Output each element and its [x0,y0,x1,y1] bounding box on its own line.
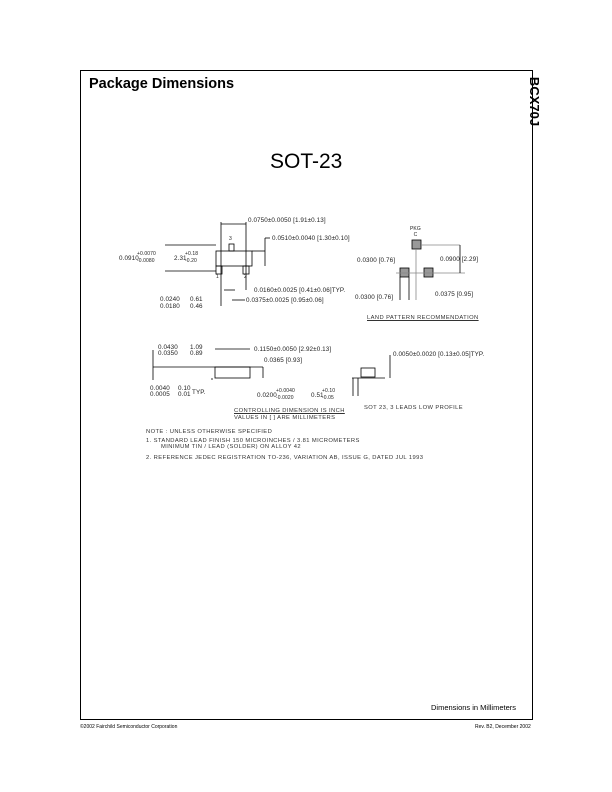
content-frame [80,70,533,720]
dim-length: 0.1150±0.0050 [2.92±0.13] [254,346,332,353]
footer-revision: Rev. B2, December 2002 [475,724,531,730]
pin-3-label: 3 [229,236,232,242]
footer-copyright: ©2002 Fairchild Semiconductor Corporatio… [80,724,178,730]
note-1-cont: MINIMUM TIN / LEAD (SOLDER) ON ALLOY 42 [161,444,302,450]
controlling-dimension: CONTROLLING DIMENSION IS INCH [234,408,345,414]
note-1: 1. STANDARD LEAD FINISH 150 MICROINCHES … [146,438,360,444]
dim-land-pitch: 0.0375 [0.95] [435,291,474,298]
dim-lead-mm-lower: -0.05 [322,395,334,401]
dim-span: 0.0900 [2.29] [440,256,479,263]
dim-body-height: 0.0510±0.0040 [1.30±0.10] [272,235,350,242]
dim-lead-upper: +0.0040 [276,388,295,394]
pin-2-label: 2 [244,274,247,280]
typ-label: TYP. [192,389,206,396]
dim-lead-lower: -0.0020 [276,395,294,401]
package-name: SOT-23 [270,150,343,173]
dim-pad-width: 0.0300 [0.76] [355,294,394,301]
dim-overall-mm: 2.31 [174,255,187,262]
section-title: Package Dimensions [89,76,235,92]
dim-overall-upper: +0.0070 [137,251,156,257]
pin-1-label: 1 [216,274,219,280]
land-pattern-caption: LAND PATTERN RECOMMENDATION [367,315,479,321]
dim-width: 0.0750±0.0050 [1.91±0.13] [248,217,326,224]
dim-overall-lower: -0.0080 [137,258,155,264]
dim-pitch: 0.0375±0.0025 [0.95±0.06] [246,297,324,304]
dim-overall-main: 0.0910 [119,255,139,262]
dim-lead-mm-upper: +0.10 [322,388,336,394]
dim-lead-width: 0.0160±0.0025 [0.41±0.06]TYP. [254,287,346,294]
dim-lead-main: 0.0200 [257,392,277,399]
dim-lead-mm: 0.51 [311,392,324,399]
dim-thickness: 0.0050±0.0020 [0.13±0.05]TYP. [393,351,485,358]
dim-body: 0.0365 [0.93] [264,357,303,364]
dim-overall-mm-upper: +0.18 [185,251,199,257]
note-2: 2. REFERENCE JEDEC REGISTRATION TO-236, … [146,455,424,461]
dim-overall-mm-lower: -0.20 [185,258,197,264]
note-header: NOTE : UNLESS OTHERWISE SPECIFIED [146,429,273,435]
end-view-caption: SOT 23, 3 LEADS LOW PROFILE [364,405,463,411]
dimensions-label: Dimensions in Millimeters [431,703,517,712]
dim-pad: 0.0300 [0.76] [357,257,396,264]
values-in-mm: VALUES IN [ ] ARE MILLIMETERS [234,415,336,421]
